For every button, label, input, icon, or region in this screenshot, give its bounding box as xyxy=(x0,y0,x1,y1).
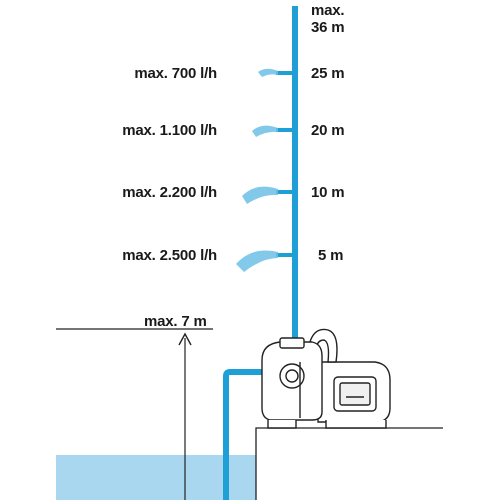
suction-arrow-head xyxy=(178,332,192,346)
pump xyxy=(261,328,391,429)
max-height-line1: max. xyxy=(311,2,345,19)
height-label-25m: 25 m xyxy=(311,65,345,82)
spray-1100 xyxy=(252,125,278,137)
water-reservoir xyxy=(56,455,256,500)
water-sprays xyxy=(236,68,278,272)
spray-700 xyxy=(258,68,278,77)
height-label-10m: 10 m xyxy=(311,184,345,201)
suction-pipe xyxy=(223,369,262,500)
spray-2500 xyxy=(236,250,278,272)
max-height-line2: 36 m xyxy=(311,19,345,36)
suction-height-label: max. 7 m xyxy=(144,313,207,330)
max-height-label: max. 36 m xyxy=(311,2,345,36)
flow-label-5m: max. 2.500 l/h xyxy=(122,247,217,264)
flow-label-25m: max. 700 l/h xyxy=(134,65,217,82)
flow-label-20m: max. 1.100 l/h xyxy=(122,122,217,139)
platform xyxy=(255,427,443,500)
spray-2200 xyxy=(242,186,278,204)
pump-base xyxy=(267,420,387,429)
flow-label-10m: max. 2.200 l/h xyxy=(122,184,217,201)
height-label-20m: 20 m xyxy=(311,122,345,139)
height-ticks xyxy=(276,71,298,257)
pump-handle xyxy=(307,328,338,363)
height-label-5m: 5 m xyxy=(318,247,344,264)
